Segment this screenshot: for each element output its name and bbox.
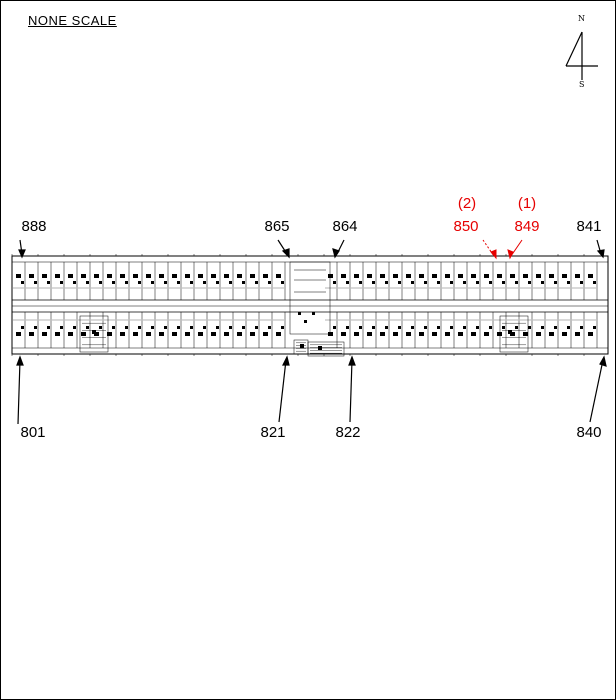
room-label-888: 888 <box>21 218 47 235</box>
north-arrow-graphic <box>565 31 598 80</box>
room-label-865: 865 <box>264 218 290 235</box>
room-label-801: 801 <box>20 424 46 441</box>
highlight-pointers <box>482 239 523 260</box>
highlight-mark-2: (2) <box>457 195 477 212</box>
room-label-821: 821 <box>260 424 286 441</box>
scale-label: NONE SCALE <box>28 13 117 28</box>
room-label-850: 850 <box>453 218 479 235</box>
pointer-821 <box>278 359 287 423</box>
highlight-mark-1: (1) <box>517 195 537 212</box>
north-arrow-icon: N S <box>560 14 604 92</box>
room-label-864: 864 <box>332 218 358 235</box>
room-label-840: 840 <box>576 424 602 441</box>
building-outline <box>11 255 609 355</box>
south-letter: S <box>579 80 585 89</box>
stair-cores <box>79 261 529 357</box>
north-letter: N <box>578 14 585 23</box>
pointer-arrows <box>16 239 607 425</box>
pointer-801 <box>17 359 21 425</box>
pointer-840 <box>589 359 604 423</box>
room-label-841: 841 <box>576 218 602 235</box>
pointer-822 <box>349 359 353 423</box>
room-label-822: 822 <box>335 424 361 441</box>
room-label-849: 849 <box>514 218 540 235</box>
